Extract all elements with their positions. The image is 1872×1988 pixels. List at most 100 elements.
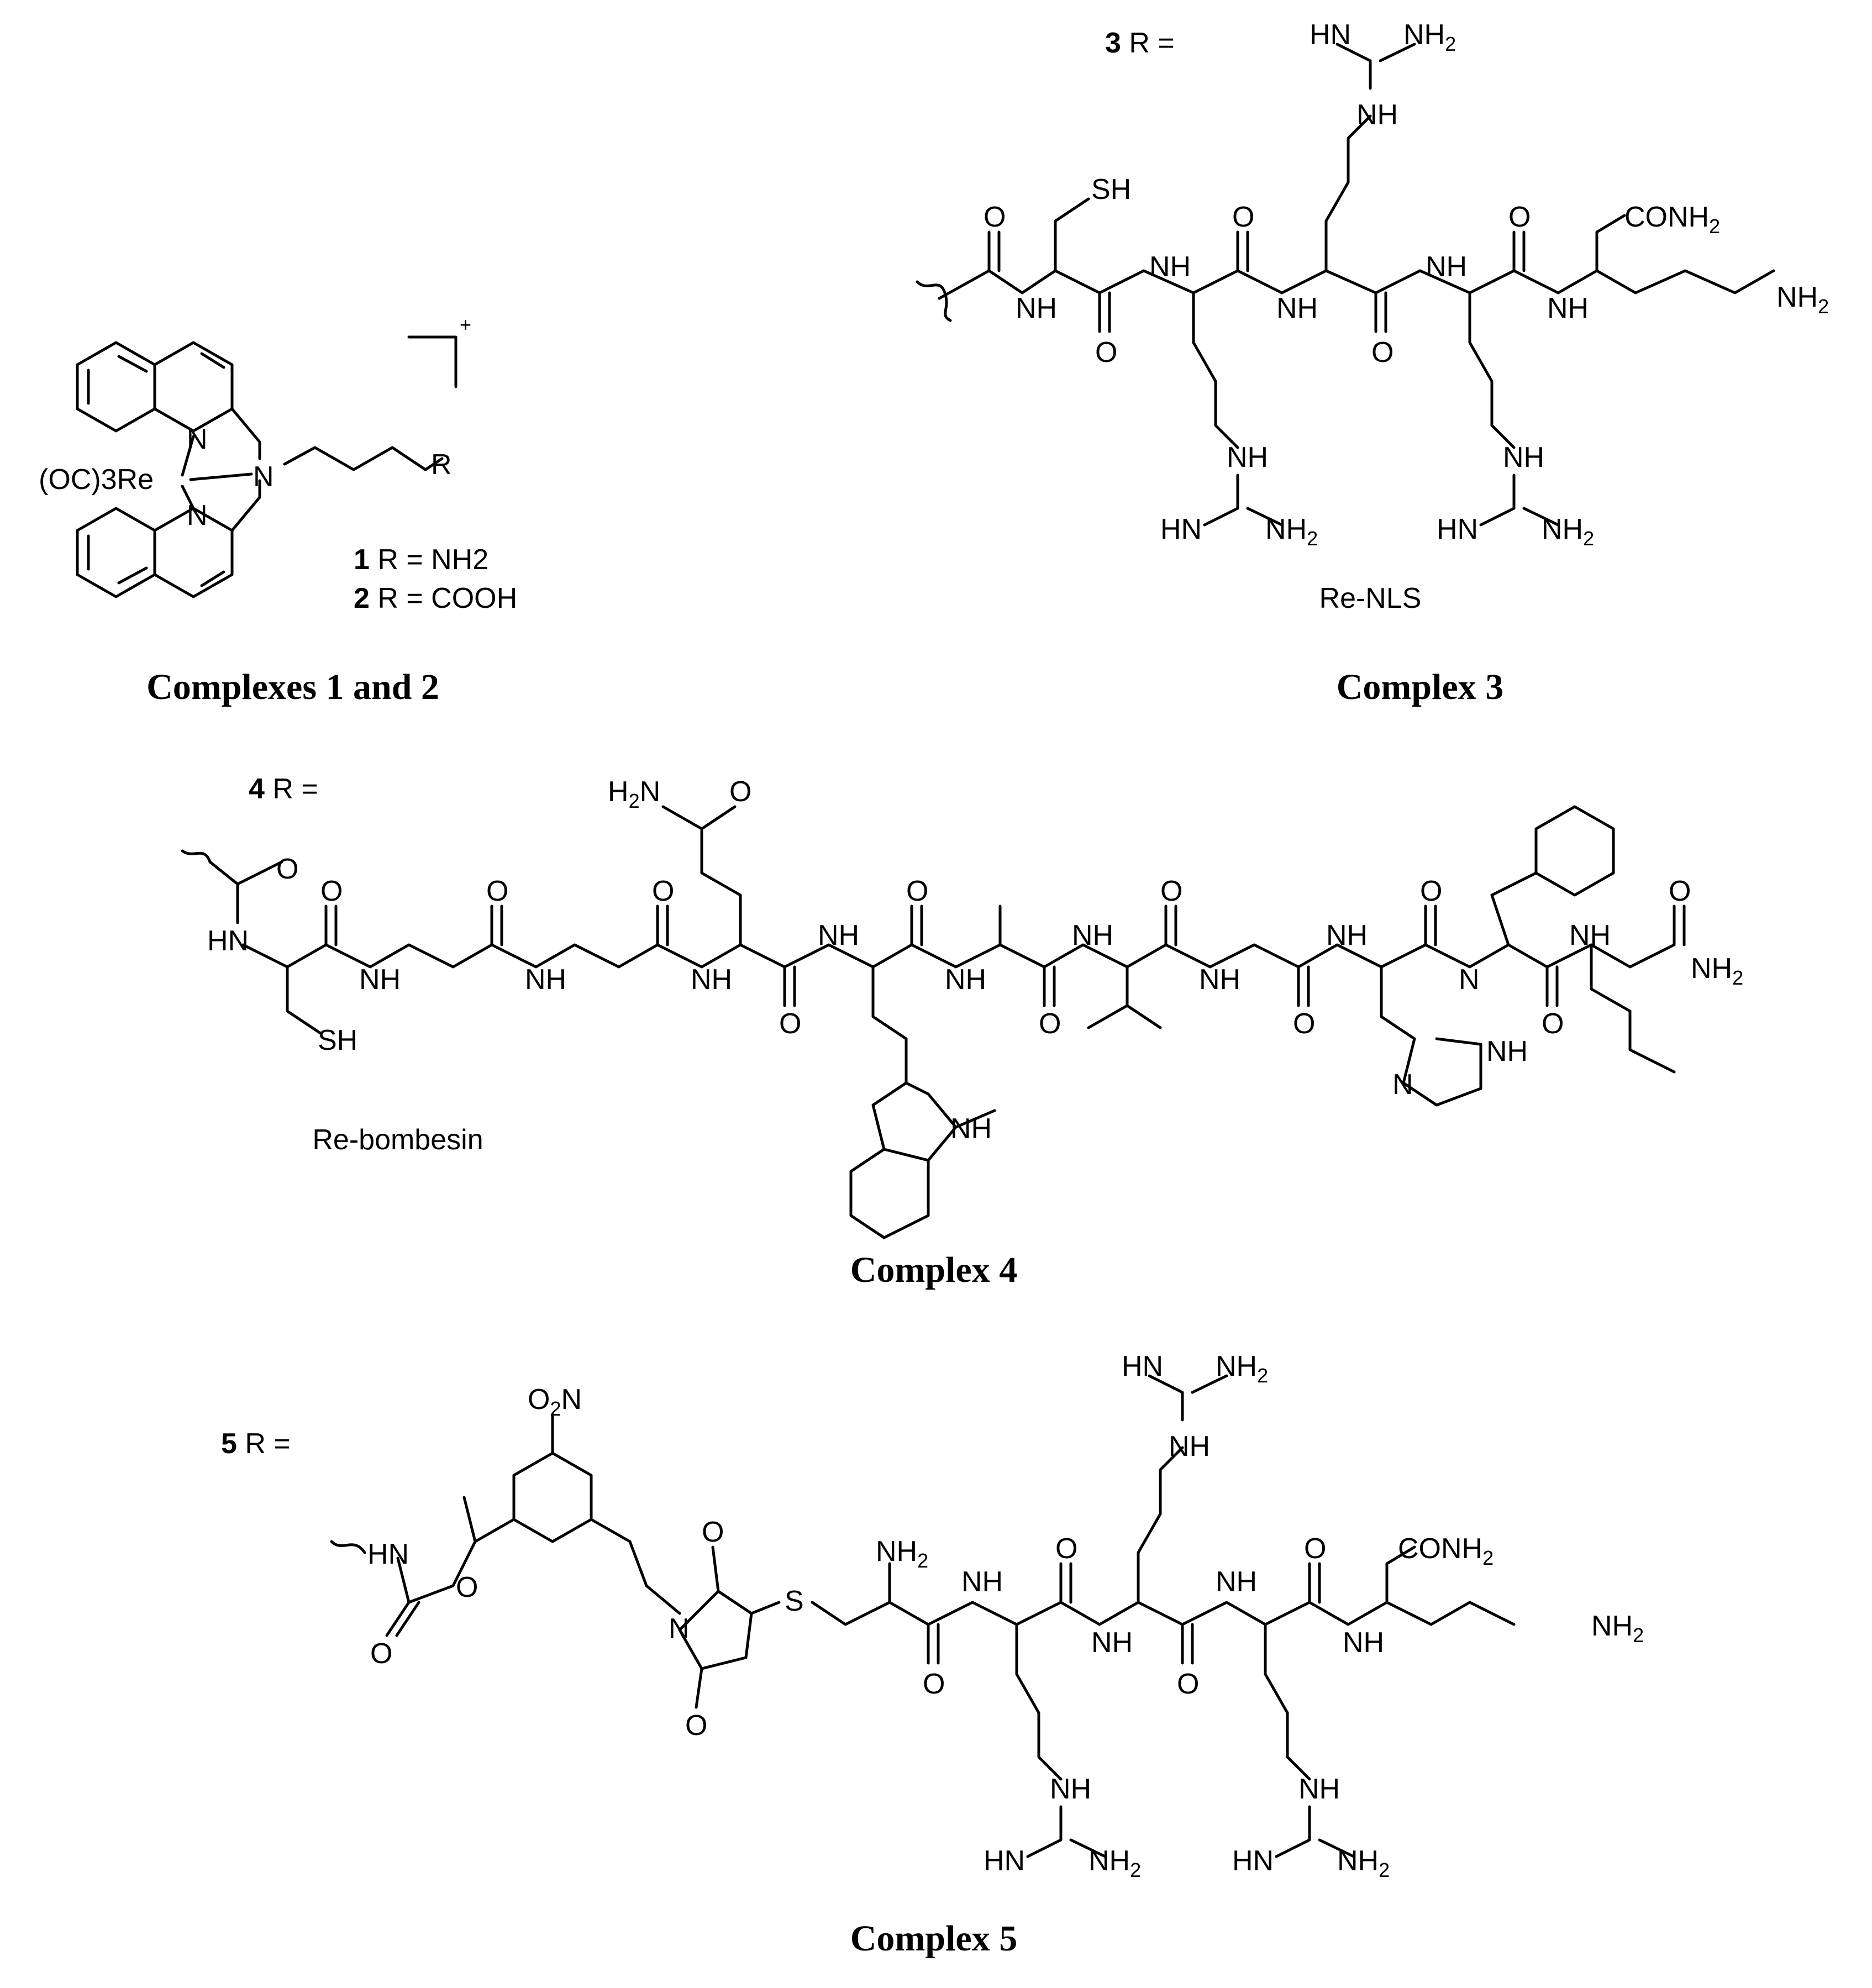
c5-nh-2: NH: [1091, 1627, 1133, 1659]
c4-nh-imidazole: NH: [1486, 1035, 1528, 1067]
c4-o-10: O: [1420, 875, 1442, 907]
c5-o-3: O: [1177, 1668, 1199, 1700]
c5-nh2-guan-top: NH2: [1216, 1350, 1268, 1387]
c4-o-9: O: [1293, 1008, 1315, 1040]
c3-conh2: CONH2: [1624, 201, 1720, 238]
c4-nh-4: NH: [818, 919, 859, 951]
c4-hn-1: HN: [207, 925, 249, 957]
caption-complex-5: Complex 5: [850, 1918, 1017, 1959]
c4-o-gln: O: [729, 776, 751, 808]
c5-o-2: O: [1055, 1533, 1077, 1565]
c4-o-11: O: [1542, 1008, 1564, 1040]
c4-sh: SH: [318, 1024, 357, 1056]
c5-nh-1: NH: [961, 1566, 1003, 1598]
c5-nh-guan-right: NH: [1298, 1773, 1340, 1805]
c3-hn-guan-top: HN: [1310, 19, 1351, 51]
c5-hn-guan-left: HN: [984, 1845, 1025, 1877]
c3-o-4: O: [1371, 336, 1394, 369]
c3-nh-4: NH: [1426, 251, 1467, 283]
c4-nh-6: NH: [1072, 919, 1113, 951]
c3-nh-3: NH: [1276, 292, 1318, 324]
c3-nh2-lys: NH2: [1776, 281, 1829, 318]
c4-n-imidazole: N: [1392, 1069, 1413, 1101]
c4-nh-3: NH: [691, 964, 732, 996]
complex-4-structure: 4 R = O HN SH O NH O NH O NH H2N O O: [181, 773, 1743, 1239]
c4-nh-1: NH: [359, 964, 401, 996]
atom-n-amine: N: [253, 461, 274, 493]
c5-o-1: O: [923, 1668, 945, 1700]
c5-nh-guan-top: NH: [1169, 1430, 1210, 1463]
c4-nh-2: NH: [525, 964, 566, 996]
c5-hn-guan-top: HN: [1122, 1350, 1163, 1382]
c4-nh-8: NH: [1326, 919, 1368, 951]
complex-3-structure: 3 R = O NH SH O NH O NH O NH O NH CONH2 …: [916, 19, 1829, 550]
c4-o-7: O: [1039, 1008, 1061, 1040]
c4-o-2: O: [320, 875, 343, 907]
c5-o-4: O: [1304, 1533, 1326, 1565]
c3-o-2: O: [1095, 336, 1117, 369]
c4-nh-10: NH: [1569, 919, 1611, 951]
c4-nh-5: NH: [945, 964, 986, 996]
r-definition-2: 2 R = COOH: [354, 582, 517, 614]
c4-o-8: O: [1160, 875, 1182, 907]
c3-o-3: O: [1232, 201, 1254, 233]
c5-nh2-lys: NH2: [1591, 1610, 1644, 1647]
r-definition-4: 4 R =: [249, 773, 318, 805]
c5-nh-3: NH: [1216, 1566, 1257, 1598]
complex-1-2-structure: N N N R (OC)3Re + 1 R = NH2 2 R = COOH: [39, 313, 517, 614]
r-definition-3: 3 R =: [1105, 27, 1175, 59]
c4-nh2-terminal: NH2: [1691, 953, 1743, 989]
caption-complex-3: Complex 3: [1337, 667, 1503, 707]
c4-o-3: O: [486, 875, 508, 907]
c5-nh2-guan-right: NH2: [1337, 1845, 1390, 1881]
c4-nh-7: NH: [1199, 964, 1240, 996]
c4-o-5: O: [779, 1008, 801, 1040]
r-definition-5: 5 R =: [221, 1428, 291, 1460]
r-definition-1: 1 R = NH2: [354, 544, 488, 576]
c5-o2n: O2N: [528, 1384, 582, 1420]
c5-s-thioether: S: [785, 1585, 804, 1617]
c5-hn-carbamate: HN: [367, 1538, 409, 1570]
c5-nh-4: NH: [1343, 1627, 1384, 1659]
c3-nh2-guan-left: NH2: [1265, 513, 1318, 550]
c4-n-9: N: [1459, 964, 1480, 996]
c4-o-1: O: [276, 853, 298, 885]
atom-n-quinoline-lower: N: [187, 499, 208, 532]
c3-nh-1: NH: [1016, 292, 1057, 324]
c4-o-4: O: [652, 875, 674, 907]
name-re-nls: Re-NLS: [1319, 582, 1422, 614]
c5-o-succinimide-bottom: O: [685, 1710, 707, 1742]
c3-sh: SH: [1091, 173, 1131, 206]
complex-5-structure: 5 R = HN O O O2N N O O S NH2 O NH O NH O: [221, 1350, 1644, 1881]
c3-hn-guan-left: HN: [1160, 513, 1202, 545]
c3-nh-guan-right: NH: [1503, 441, 1544, 474]
re-tricarbonyl-label: (OC)3Re: [39, 464, 154, 496]
c3-hn-guan-right: HN: [1437, 513, 1478, 545]
c4-o-6: O: [906, 875, 928, 907]
caption-complexes-1-2: Complexes 1 and 2: [146, 667, 439, 707]
c3-o-1: O: [984, 201, 1006, 233]
c5-o-carbonyl: O: [370, 1638, 392, 1670]
c5-nh2-guan-left: NH2: [1089, 1845, 1141, 1881]
c3-nh-2: NH: [1149, 251, 1191, 283]
atom-r: R: [431, 449, 452, 481]
c5-o-ether: O: [456, 1571, 478, 1603]
c3-nh-guan-left: NH: [1227, 441, 1268, 474]
name-re-bombesin: Re-bombesin: [312, 1124, 483, 1156]
c5-hn-guan-right: HN: [1232, 1845, 1274, 1877]
c5-conh2: CONH2: [1398, 1533, 1494, 1569]
c5-nh2-cys: NH2: [876, 1535, 928, 1572]
c3-nh2-guan-right: NH2: [1542, 513, 1594, 550]
c4-nh-indole: NH: [950, 1113, 992, 1145]
c3-o-5: O: [1508, 201, 1531, 233]
c3-nh-guan-top: NH: [1356, 99, 1398, 131]
atom-n-quinoline-upper: N: [187, 423, 208, 455]
charge-label: +: [460, 313, 471, 336]
c3-nh-5: NH: [1547, 292, 1589, 324]
c5-nh-guan-left: NH: [1050, 1773, 1091, 1805]
c3-nh2-guan-top: NH2: [1403, 19, 1456, 55]
c4-h2n-gln: H2N: [608, 776, 660, 812]
caption-complex-4: Complex 4: [850, 1250, 1017, 1290]
c4-o-12: O: [1669, 875, 1691, 907]
